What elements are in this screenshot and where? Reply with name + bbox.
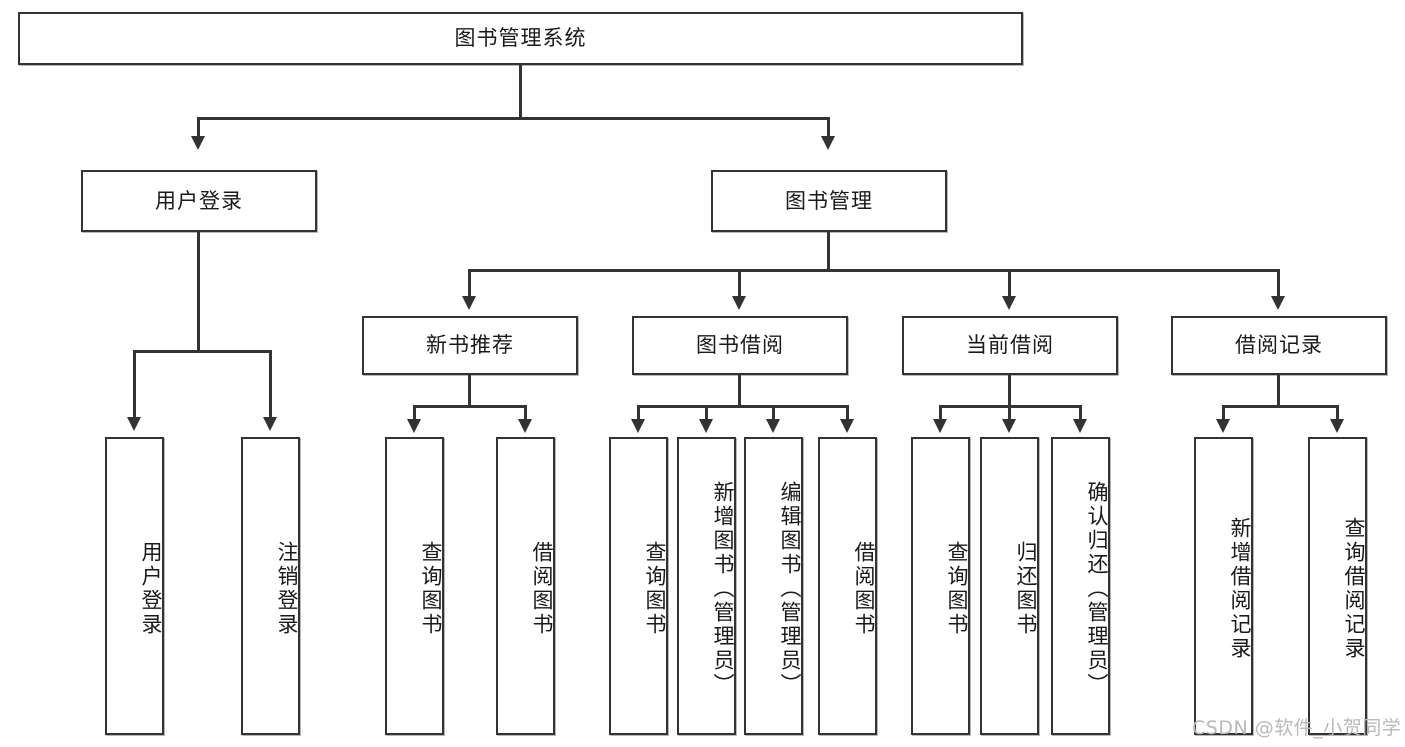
node-label: 归还图书 [1014,541,1038,637]
connector-current-drop-0 [939,405,942,421]
connector-records-drop-1 [1336,405,1339,421]
connector-recommend-drop-1 [524,405,527,421]
connector-records-stem [1277,375,1280,407]
node-label: 新书推荐 [426,333,514,358]
node-borrow-records[interactable]: 借阅记录 [1171,316,1387,375]
node-label: 借阅图书 [852,541,876,637]
leaf-edit-book-admin[interactable]: 编辑图书（管理员） [744,437,803,735]
arrow-leaf-10 [1073,419,1087,433]
node-label: 用户登录 [139,541,163,637]
connector-userlogin-drop-0 [133,350,136,420]
connector-recommend-bus [413,405,527,408]
connector-root-stem [519,65,522,119]
watermark-text: CSDN @软件_小贺同学 [1192,717,1402,739]
leaf-borrow-book[interactable]: 借阅图书 [818,437,877,735]
node-label: 新增借阅记录 [1228,517,1252,661]
connector-bookmgmt-stem [827,232,830,272]
arrow-leaf-4 [631,419,645,433]
node-book-borrow[interactable]: 图书借阅 [632,316,848,375]
arrow-level2-1 [732,296,746,310]
connector-level2-bus [468,269,1280,272]
leaf-borrow-book-recommend[interactable]: 借阅图书 [496,437,555,735]
node-label: 注销登录 [275,541,299,637]
node-user-login[interactable]: 用户登录 [81,170,317,232]
leaf-query-book-recommend[interactable]: 查询图书 [385,437,444,735]
arrow-leaf-11 [1216,419,1230,433]
arrow-leaf-9 [1002,419,1016,433]
leaf-add-book-admin[interactable]: 新增图书（管理员） [677,437,736,735]
arrow-level1-0 [191,136,205,150]
node-label: 图书管理 [785,188,873,213]
connector-recommend-drop-0 [413,405,416,421]
connector-userlogin-stem [197,232,200,352]
connector-records-drop-0 [1222,405,1225,421]
node-label: 当前借阅 [966,333,1054,358]
node-current-borrow[interactable]: 当前借阅 [902,316,1118,375]
arrow-leaf-6 [766,419,780,433]
leaf-user-login[interactable]: 用户登录 [105,437,164,735]
connector-borrow-bus [637,405,849,408]
leaf-logout[interactable]: 注销登录 [241,437,300,735]
node-label: 确认归还（管理员） [1085,481,1109,697]
node-new-book-recommend[interactable]: 新书推荐 [362,316,578,375]
arrow-level2-2 [1002,296,1016,310]
connector-level2-drop-3 [1277,269,1280,299]
arrow-leaf-3 [518,419,532,433]
node-label: 查询图书 [945,541,969,637]
connector-level1-drop-1 [827,117,830,139]
node-label: 借阅图书 [530,541,554,637]
connector-recommend-stem [468,375,471,407]
connector-level2-drop-2 [1008,269,1011,299]
arrow-leaf-12 [1330,419,1344,433]
arrow-leaf-8 [933,419,947,433]
node-label: 编辑图书（管理员） [778,481,802,697]
arrow-leaf-2 [407,419,421,433]
connector-level2-drop-0 [468,269,471,299]
connector-borrow-drop-3 [846,405,849,421]
node-label: 图书管理系统 [454,26,587,51]
arrow-leaf-1 [263,417,277,431]
node-label: 查询借阅记录 [1342,517,1366,661]
arrow-level2-0 [462,296,476,310]
connector-borrow-stem [738,375,741,407]
arrow-leaf-0 [127,417,141,431]
node-label: 用户登录 [155,188,243,213]
leaf-add-borrow-record[interactable]: 新增借阅记录 [1194,437,1253,735]
connector-level1-drop-0 [197,117,200,139]
connector-level2-drop-1 [738,269,741,299]
connector-borrow-drop-0 [637,405,640,421]
leaf-confirm-return-admin[interactable]: 确认归还（管理员） [1051,437,1110,735]
node-book-management[interactable]: 图书管理 [711,170,947,232]
node-label: 查询图书 [643,541,667,637]
arrow-level2-3 [1271,296,1285,310]
connector-borrow-drop-2 [772,405,775,421]
leaf-query-book-borrow[interactable]: 查询图书 [609,437,668,735]
connector-userlogin-bus [133,350,272,353]
leaf-query-book-current[interactable]: 查询图书 [911,437,970,735]
leaf-query-borrow-record[interactable]: 查询借阅记录 [1308,437,1367,735]
node-system-root[interactable]: 图书管理系统 [18,12,1023,65]
connector-level1-bus [197,117,830,120]
connector-current-drop-1 [1008,405,1011,421]
leaf-return-book[interactable]: 归还图书 [980,437,1039,735]
node-label: 新增图书（管理员） [711,481,735,697]
connector-current-stem [1008,375,1011,407]
arrow-leaf-7 [840,419,854,433]
arrow-level1-1 [821,136,835,150]
node-label: 借阅记录 [1235,333,1323,358]
connector-userlogin-drop-1 [269,350,272,420]
connector-records-bus [1222,405,1339,408]
node-label: 查询图书 [419,541,443,637]
arrow-leaf-5 [699,419,713,433]
connector-borrow-drop-1 [705,405,708,421]
connector-current-drop-2 [1079,405,1082,421]
node-label: 图书借阅 [696,333,784,358]
